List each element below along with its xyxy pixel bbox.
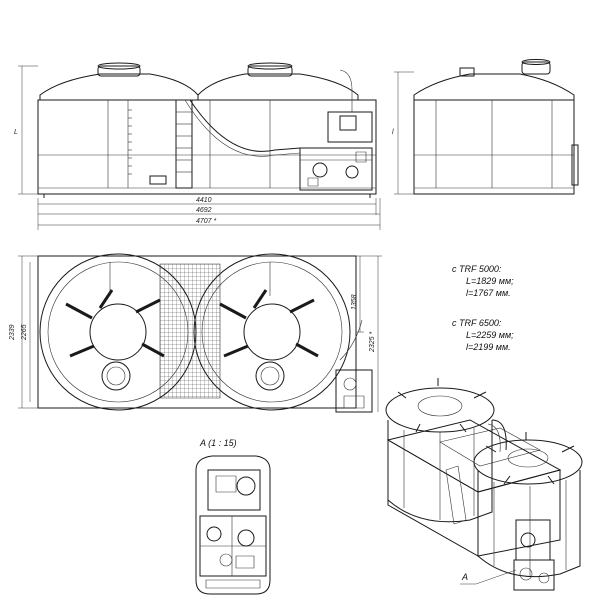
note-trf6500-l: l=2199 мм. xyxy=(466,342,511,352)
end-height-label: l xyxy=(392,129,394,136)
dim-2339: 2339 xyxy=(9,324,16,341)
dim-4692: 4692 xyxy=(196,207,212,214)
detail-marker: A xyxy=(461,572,468,582)
front-height-label: L xyxy=(14,129,18,136)
note-trf5000-l: l=1767 мм. xyxy=(466,288,511,298)
note-trf6500-L: L=2259 мм; xyxy=(466,330,514,340)
note-trf6500-header: с TRF 6500: xyxy=(452,318,502,328)
width-dimensions: 4410 4692 4707 * xyxy=(38,197,380,230)
detail-title: A (1 : 15) xyxy=(199,438,237,448)
end-elevation-view: l xyxy=(392,60,578,195)
model-notes: с TRF 5000: L=1829 мм; l=1767 мм. с TRF … xyxy=(452,264,514,352)
detail-a-view: A (1 : 15) xyxy=(196,438,270,594)
dim-1358: 1358 xyxy=(351,294,358,310)
front-elevation-view: L xyxy=(14,63,376,198)
plan-view: 2339 2265 1358 2325 * xyxy=(9,254,382,412)
dim-4707: 4707 * xyxy=(196,218,217,225)
note-trf5000-L: L=1829 мм; xyxy=(466,276,514,286)
dim-4410: 4410 xyxy=(196,197,212,204)
dim-2265: 2265 xyxy=(21,324,28,341)
note-trf5000-header: с TRF 5000: xyxy=(452,264,502,274)
dim-2325: 2325 * xyxy=(369,331,376,353)
isometric-view: A xyxy=(386,378,582,590)
